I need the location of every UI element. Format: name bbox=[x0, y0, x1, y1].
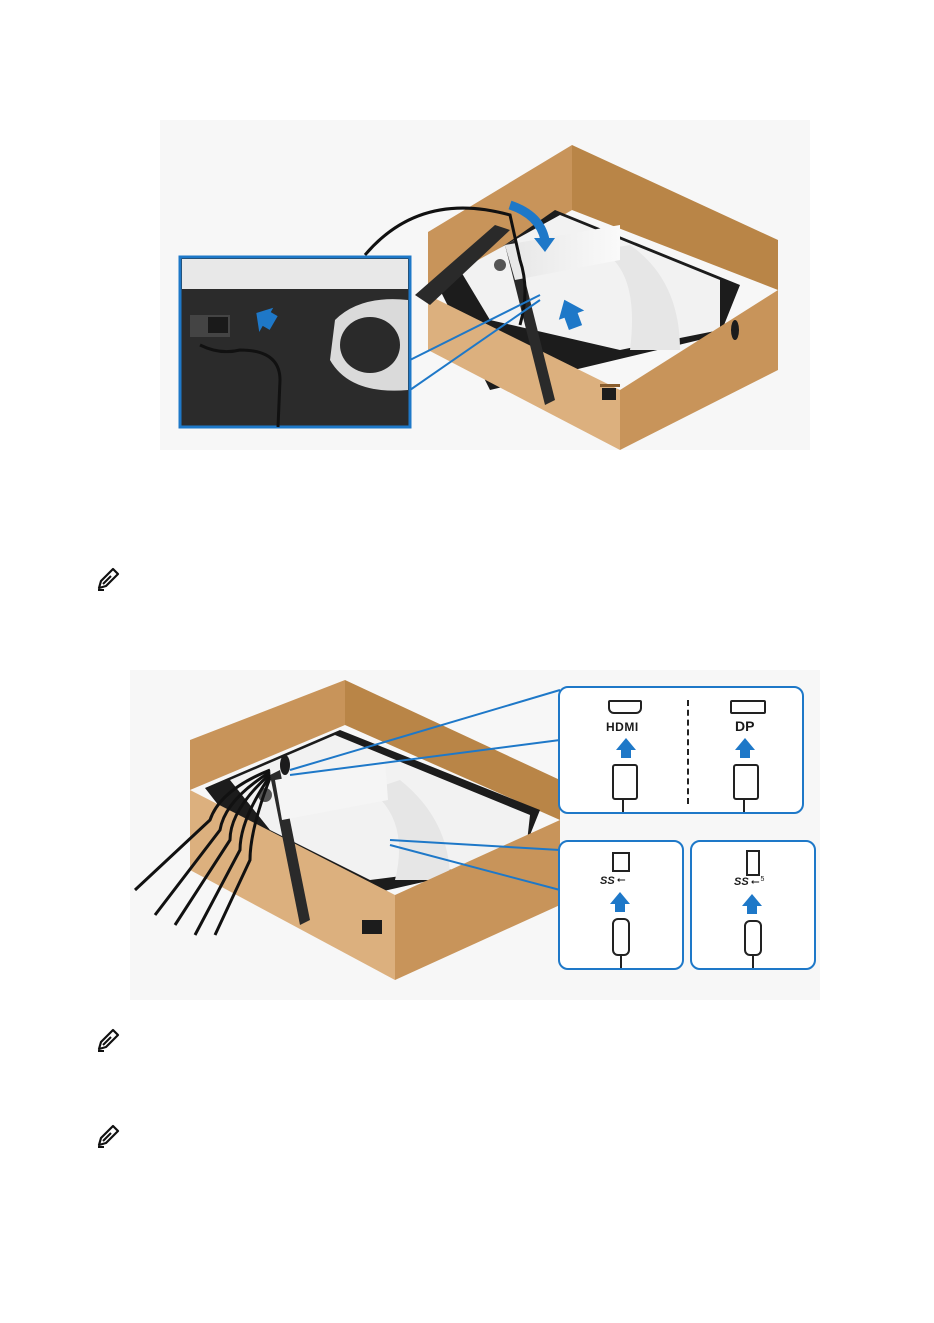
usb-icon: ⭠ bbox=[617, 874, 626, 887]
usb-a-port-icon bbox=[746, 850, 760, 876]
usb-c-connector-icon bbox=[744, 920, 762, 956]
blue-up-arrow-icon bbox=[742, 894, 762, 906]
displayport-port-icon bbox=[730, 700, 766, 714]
hdmi-port-icon bbox=[608, 700, 642, 714]
figure-power-cable-connection bbox=[160, 120, 810, 450]
hdmi-label: HDMI bbox=[606, 720, 639, 734]
pencil-note-icon bbox=[96, 1123, 122, 1149]
dp-label: DP bbox=[735, 718, 754, 734]
hdmi-connector-icon bbox=[612, 764, 638, 800]
blue-up-arrow-icon bbox=[735, 738, 755, 750]
port-panel-video: HDMI DP bbox=[558, 686, 804, 814]
port-panel-usb-downstream: SS ⭠ 5 bbox=[690, 840, 816, 970]
blue-up-arrow-icon bbox=[610, 892, 630, 904]
usb-icon: ⭠ bbox=[751, 876, 760, 889]
pencil-note-icon bbox=[96, 566, 122, 592]
port-panel-usb-upstream: SS ⭠ bbox=[558, 840, 684, 970]
blue-up-arrow-icon bbox=[616, 738, 636, 750]
usb-downstream-label: SS bbox=[734, 876, 749, 888]
pencil-note-icon bbox=[96, 1027, 122, 1053]
usb-upstream-label: SS bbox=[600, 875, 615, 887]
dp-connector-icon bbox=[733, 764, 759, 800]
usb-gen-superscript: 5 bbox=[761, 876, 765, 883]
usb-c-connector-icon bbox=[612, 918, 630, 956]
usb-b-port-icon bbox=[612, 852, 630, 872]
divider-dashed bbox=[687, 700, 689, 804]
